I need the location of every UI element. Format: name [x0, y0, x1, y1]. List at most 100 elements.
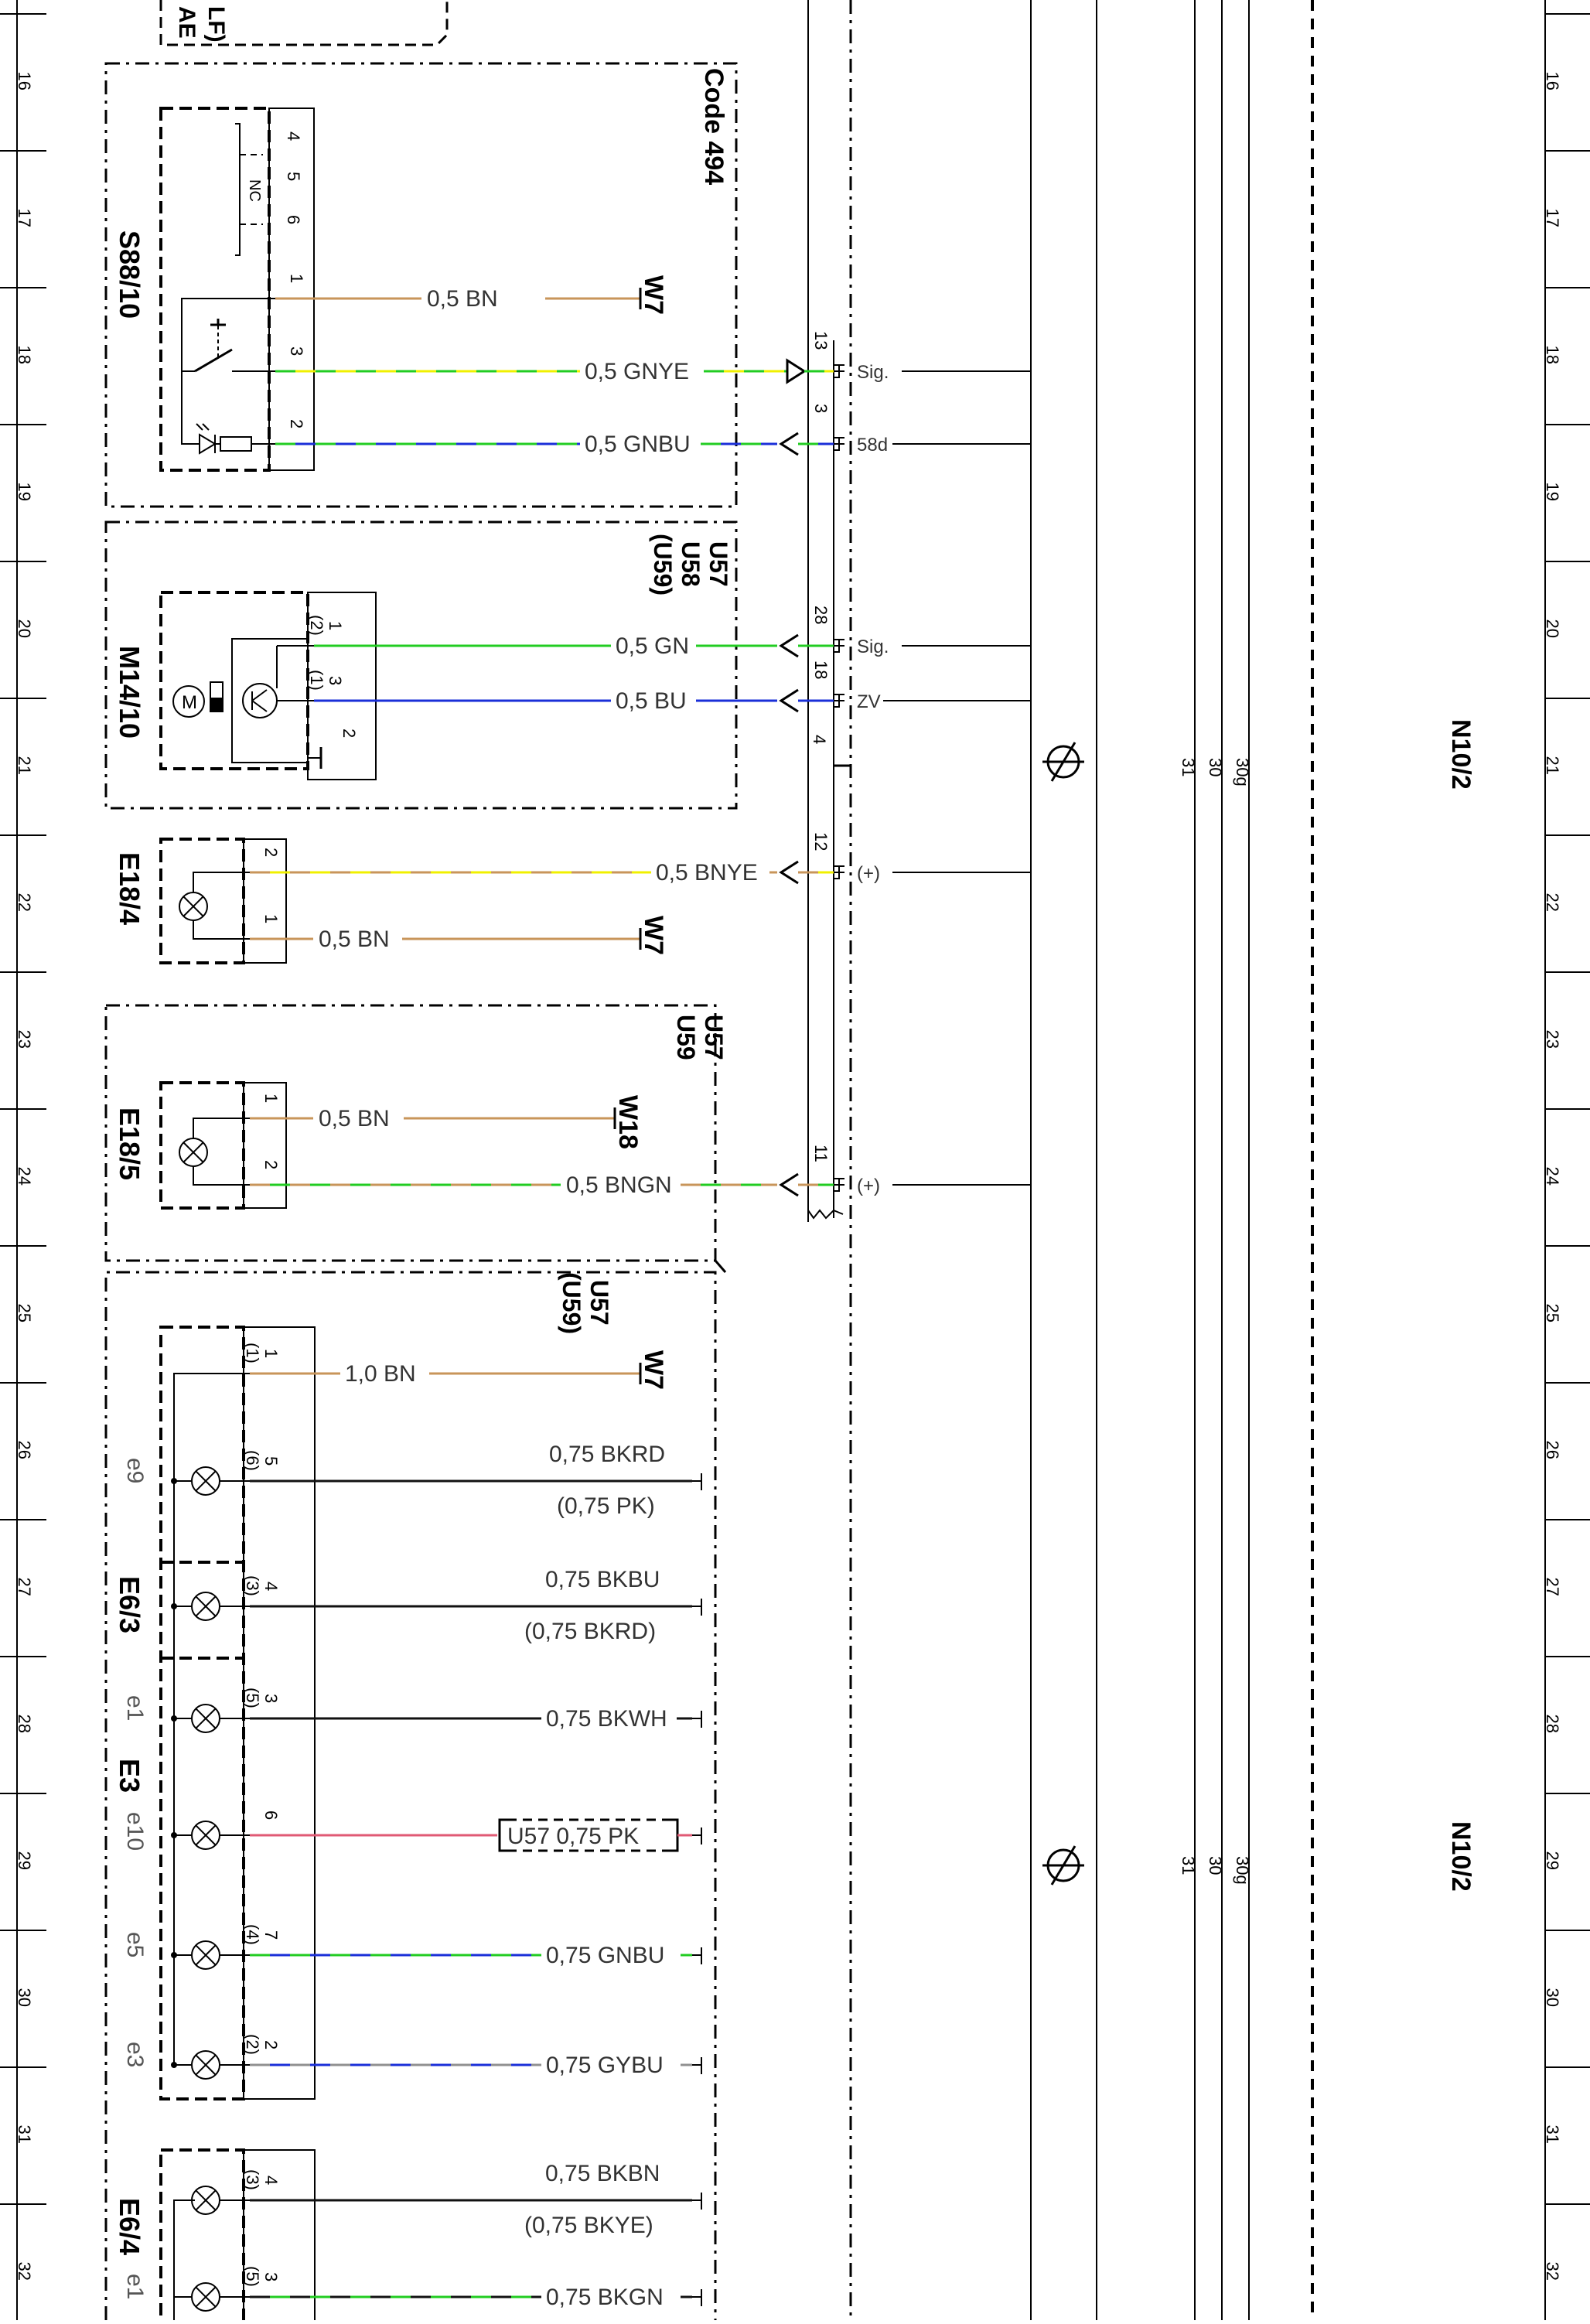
e6-4-component: E6/4 — [114, 2148, 316, 2324]
svg-text:(U59): (U59) — [649, 534, 677, 596]
nc-label: NC — [246, 179, 263, 202]
u57-u59-label: U57 — [700, 1015, 728, 1060]
pin-number: 4 — [261, 2176, 281, 2185]
bus-label: 30g — [1233, 1856, 1252, 1885]
lamp-designator: e10 — [122, 1812, 148, 1851]
wire-label: 0,5 BN — [319, 1106, 390, 1131]
wire-label: 0,75 GNBU — [546, 1943, 664, 1968]
pin-number: 7 — [261, 1930, 281, 1940]
svg-text:5: 5 — [284, 172, 303, 181]
wire-alt-label: (0,75 BKYE) — [524, 2213, 653, 2238]
ground-point-label: W7 — [639, 275, 668, 315]
row-number-right: 25 — [1543, 1304, 1562, 1322]
row-number-right: 32 — [1543, 2262, 1562, 2281]
row-number-right: 26 — [1543, 1441, 1562, 1459]
pin-number: 3 — [287, 346, 306, 356]
row-number-left: 22 — [15, 893, 34, 912]
svg-text:4: 4 — [284, 131, 303, 141]
wire-label: 0,5 GNYE — [585, 359, 689, 384]
n10-2-label-1: N10/2 — [1446, 719, 1476, 790]
bus-label: 30 — [1206, 758, 1225, 776]
connector-pin-number: 18 — [811, 660, 831, 679]
svg-text:(U59): (U59) — [558, 1272, 585, 1334]
svg-text:2: 2 — [339, 729, 359, 738]
u57-u58-u59-label: U57 — [705, 541, 732, 587]
connector-trunk — [807, 340, 844, 1222]
lamp-designator: e1 — [122, 1695, 148, 1721]
top-partial-label: AE — [174, 6, 200, 39]
svg-text:6: 6 — [284, 215, 303, 224]
pin-alt-number: (4) — [243, 1924, 262, 1945]
pin-number: 1 — [287, 274, 306, 283]
row-number-left: 21 — [15, 756, 34, 775]
ground-point-label: W7 — [639, 916, 668, 955]
pin-number: 3 — [326, 676, 345, 685]
pin-number: 6 — [261, 1810, 281, 1820]
m14-10-label: M14/10 — [114, 646, 145, 739]
top-partial-box: AE LF) — [159, 0, 449, 46]
row-number-left: 31 — [15, 2125, 34, 2144]
s88-10-label: S88/10 — [114, 230, 145, 319]
wire-label: 0,5 BNYE — [656, 860, 758, 886]
lamp-designator: e9 — [122, 1458, 148, 1483]
row-number-right: 31 — [1543, 2125, 1562, 2144]
row-number-right: 29 — [1543, 1851, 1562, 1870]
svg-text:U58: U58 — [677, 541, 705, 587]
connector-pin-number: 12 — [811, 832, 831, 851]
pin-alt-number: (2) — [243, 2034, 262, 2055]
wire-label: 0,75 GYBU — [546, 2053, 664, 2078]
row-number-right: 20 — [1543, 619, 1562, 638]
row-number-right: 18 — [1543, 346, 1562, 364]
ground-symbol-2 — [1042, 1845, 1084, 1885]
wire-label: 0,75 BKWH — [546, 1706, 667, 1732]
pin-number: 1 — [326, 621, 345, 630]
e18-4-label: E18/4 — [114, 852, 145, 925]
wire-label: 0,75 BKRD — [549, 1442, 665, 1467]
row-number-right: 21 — [1543, 756, 1562, 775]
pin-number: 3 — [261, 1694, 281, 1703]
row-number-right: 22 — [1543, 893, 1562, 912]
wire-label: U57 0,75 PK — [507, 1824, 639, 1849]
n10-pin-label: (+) — [857, 863, 880, 884]
pin-alt-number: (2) — [307, 615, 326, 636]
connector-pin-number: 13 — [811, 331, 831, 350]
wire-label: 0,5 BU — [616, 688, 687, 714]
u57-u58-u59-box: U57 U58 (U59) — [104, 520, 738, 810]
e6-4-label: E6/4 — [114, 2198, 145, 2255]
pin-number: 2 — [261, 2040, 281, 2049]
pin-number: 4 — [261, 1582, 281, 1591]
pin-number: 5 — [261, 1456, 281, 1466]
u57-u59b-box: U57 (U59) — [104, 1260, 727, 2320]
n10-pin-label: Sig. — [857, 636, 889, 657]
pin-alt-number: (1) — [307, 670, 326, 691]
row-number-left: 27 — [15, 1578, 34, 1596]
svg-text:U59: U59 — [672, 1015, 700, 1060]
connector-pin-number: 28 — [811, 606, 831, 624]
row-number-right: 17 — [1543, 209, 1562, 227]
n10-pin-label: 58d — [857, 435, 888, 456]
row-number-left: 23 — [15, 1030, 34, 1049]
lamp-designator: e5 — [122, 1932, 148, 1957]
e6-3-label: E6/3 — [114, 1576, 145, 1633]
pin-alt-number: (5) — [243, 2266, 262, 2287]
wire-label: 0,75 BKBU — [545, 1567, 660, 1592]
n10-pin-label: Sig. — [857, 362, 889, 383]
e18-4-component: E18/4 — [114, 838, 287, 964]
row-number-left: 17 — [15, 209, 34, 227]
svg-text:4: 4 — [810, 735, 829, 744]
wire-label: 0,5 BN — [319, 927, 390, 952]
wire-label: 0,75 BKBN — [545, 2161, 660, 2186]
pin-alt-number: (5) — [243, 1688, 262, 1708]
row-number-right: 27 — [1543, 1578, 1562, 1596]
e6-3-e3-lamps — [171, 1466, 244, 2312]
pin-number: 2 — [261, 1160, 281, 1169]
wire-alt-label: (0,75 PK) — [557, 1493, 655, 1519]
pin-number: 2 — [287, 419, 306, 428]
pin-number: 2 — [261, 848, 281, 857]
row-number-left: 25 — [15, 1304, 34, 1322]
s88-10-component: S88/10 NC 4 5 6 — [114, 107, 315, 472]
u57-u59b-label: U57 — [585, 1280, 613, 1326]
wire-alt-label: (0,75 BKRD) — [524, 1619, 656, 1644]
